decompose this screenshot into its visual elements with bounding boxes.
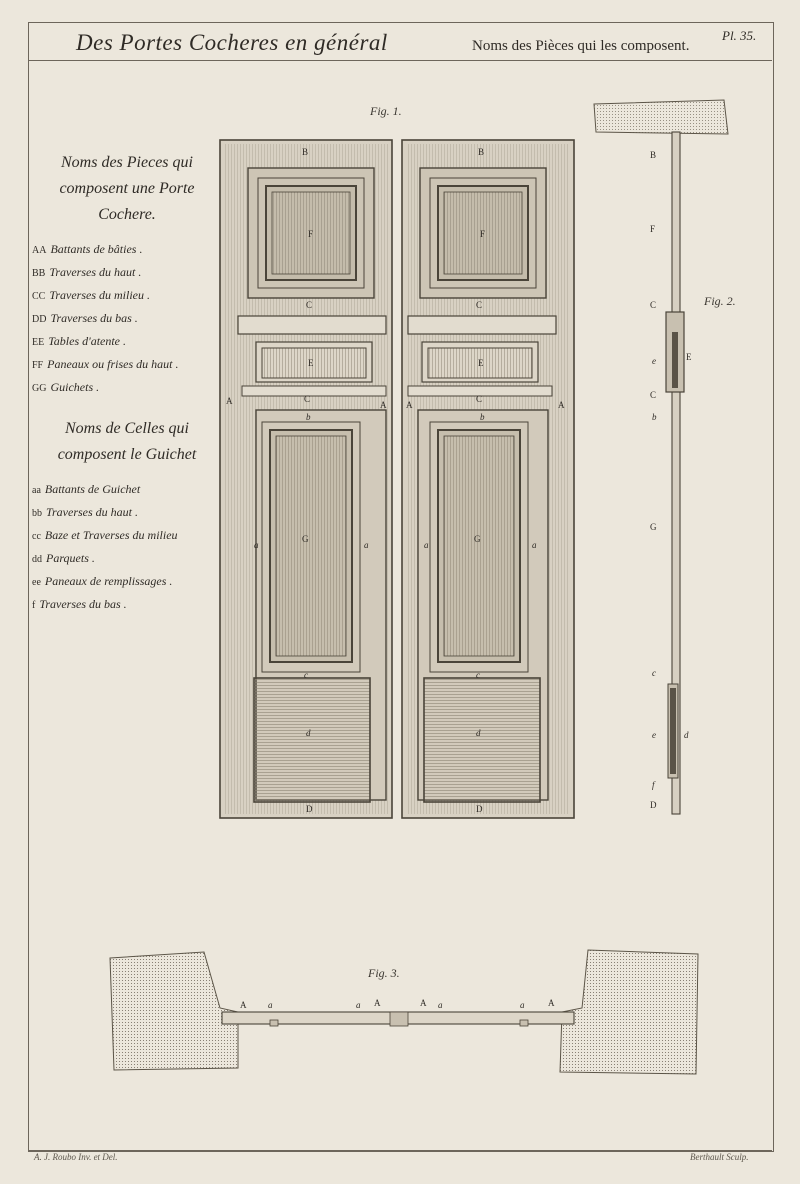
label-G: G [650,522,657,532]
fig1-callouts: B B F F C C E E C C A A A A b b G G a a … [226,147,565,814]
legend-section2-title: Noms de Celles qui composent le Guichet [57,420,197,463]
plate-number: Pl. 35. [722,28,757,43]
bottom-rule [28,1150,772,1151]
label-b: b [652,412,657,422]
label-d: d [306,728,311,738]
label-G: G [302,534,309,544]
label-A: A [240,1000,247,1010]
label-B: B [650,150,656,160]
label-A: A [374,998,381,1008]
fig3-door-plan: A a a A A a a A [109,949,699,1075]
label-c: c [652,668,656,678]
door-section-profile [671,131,681,815]
label-c: c [476,670,480,680]
label-a: a [254,540,259,550]
label-c: c [304,670,308,680]
label-C: C [476,394,482,404]
label-E: E [686,352,692,362]
lintel-stone [593,99,729,135]
label-e: e [652,356,656,366]
plate-subtitle: Noms des Pièces qui les composent. [472,38,690,54]
label-F: F [480,229,485,239]
fig2-callouts: B F C e E C b G c e d f D [650,150,692,810]
label-f: f [652,780,656,790]
label-E: E [478,358,484,368]
label-A: A [548,998,555,1008]
label-D: D [306,804,313,814]
fig2-label: Fig. 2. [704,294,736,308]
label-G: G [474,534,481,544]
left-door-leaf [219,139,393,819]
right-door-leaf [401,139,575,819]
label-C: C [650,300,656,310]
label-a: a [520,1000,525,1010]
label-B: B [302,147,308,157]
label-b: b [480,412,485,422]
legend-section1-title: Noms des Pieces qui composent une Porte … [59,154,195,223]
label-a: a [532,540,537,550]
label-a: a [268,1000,273,1010]
label-a: a [356,1000,361,1010]
label-a: a [424,540,429,550]
label-A: A [420,998,427,1008]
left-jamb-stone [109,951,239,1071]
label-e: e [652,730,656,740]
label-A: A [380,400,387,410]
label-C: C [650,390,656,400]
label-D: D [476,804,483,814]
right-jamb-stone [559,949,699,1075]
label-F: F [308,229,313,239]
label-A: A [406,400,413,410]
title-rule [28,60,772,61]
label-C: C [304,394,310,404]
legend: Noms des Pieces qui composent une Porte … [32,150,222,620]
fig3-label: Fig. 3. [368,966,400,980]
label-a: a [438,1000,443,1010]
label-a: a [364,540,369,550]
fig2-door-section: B F C e E C b G c e d f D [593,99,729,815]
label-B: B [478,147,484,157]
label-C: C [306,300,312,310]
label-A: A [226,396,233,406]
label-d: d [476,728,481,738]
label-d: d [684,730,689,740]
label-b: b [306,412,311,422]
plate-title: Des Portes Cocheres en général [76,30,388,55]
credit-left: A. J. Roubo Inv. et Del. [34,1152,118,1162]
label-E: E [308,358,314,368]
fig1-door-elevation: B B F F C C E E C C A A A A b b G G a a … [219,139,575,819]
fig3-callouts: A a a A A a a A [240,998,555,1010]
fig1-label: Fig. 1. [370,104,402,118]
label-C: C [476,300,482,310]
plate-frame [28,22,774,1152]
label-F: F [650,224,655,234]
label-D: D [650,800,657,810]
credit-right: Berthault Sculp. [690,1152,749,1162]
label-A: A [558,400,565,410]
